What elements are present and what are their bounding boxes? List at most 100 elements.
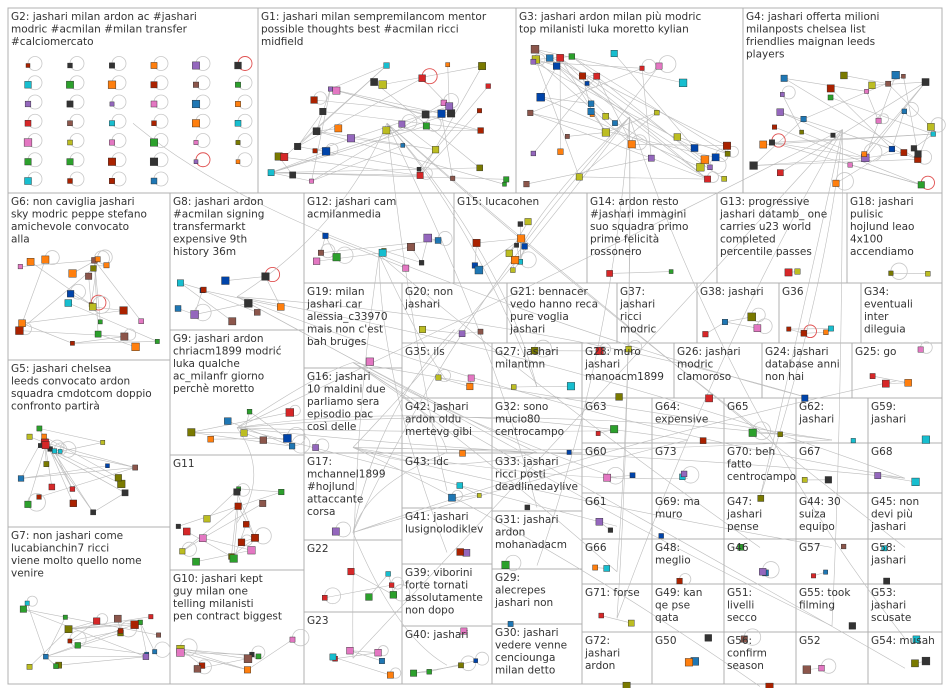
group-label-g52: G52 [799, 635, 821, 647]
graph-node [864, 89, 869, 94]
graph-node [109, 139, 115, 146]
graph-node [432, 146, 440, 154]
graph-node [588, 100, 595, 107]
graph-node [466, 383, 474, 391]
graph-node [57, 449, 63, 454]
graph-node [627, 140, 636, 149]
graph-node [622, 681, 631, 688]
graph-node [536, 93, 545, 102]
group-label-g22: G22 [307, 543, 329, 555]
edge [526, 157, 652, 185]
graph-node [704, 634, 712, 642]
graph-node [235, 140, 241, 145]
edge [180, 652, 252, 655]
graph-node [187, 428, 196, 437]
graph-node [901, 74, 906, 79]
edge [68, 624, 135, 630]
graph-node [285, 408, 295, 417]
inter-group-edge [616, 116, 631, 572]
graph-node [207, 435, 214, 443]
graph-node [530, 45, 540, 54]
graph-node [200, 286, 207, 293]
group-cell-g41 [401, 507, 493, 565]
inter-group-edge [378, 254, 761, 548]
edge [72, 336, 125, 344]
graph-node [911, 659, 919, 668]
graph-node [592, 564, 598, 571]
graph-node [523, 181, 530, 188]
graph-node [309, 178, 314, 184]
edge [533, 76, 597, 154]
graph-node [244, 666, 251, 674]
graph-node [389, 591, 397, 599]
graph-node [192, 557, 200, 566]
graph-node [229, 554, 238, 563]
edge [419, 110, 480, 176]
graph-node [283, 434, 292, 443]
graph-node [690, 144, 699, 152]
group-label-g64: G64:expensive [655, 401, 708, 426]
graph-node [802, 665, 812, 674]
edge [58, 656, 146, 666]
group-label-g58: G58:jashari [870, 542, 906, 567]
graph-node [684, 658, 693, 667]
graph-node [507, 621, 514, 627]
graph-node [24, 81, 32, 89]
graph-node [346, 647, 354, 655]
graph-node [584, 81, 590, 86]
graph-node [524, 504, 531, 511]
edge [330, 88, 442, 115]
graph-node [678, 78, 688, 87]
inter-group-edge [386, 123, 761, 431]
graph-node [861, 151, 867, 157]
edge [324, 584, 392, 599]
graph-node [43, 654, 49, 660]
graph-node [777, 169, 784, 177]
graph-node [749, 161, 758, 170]
edge [771, 142, 866, 159]
graph-node [177, 279, 184, 287]
edge [320, 240, 439, 254]
edge [45, 444, 94, 513]
graph-node [74, 642, 81, 649]
edge [534, 48, 728, 147]
graph-node [648, 154, 655, 162]
graph-node [142, 653, 150, 660]
graph-node [332, 86, 341, 95]
graph-node [445, 62, 451, 68]
group-cell-g25 [851, 342, 943, 399]
inter-group-edge [236, 296, 906, 479]
graph-node [347, 134, 355, 143]
graph-node [235, 101, 241, 107]
edge [913, 133, 934, 149]
edge [350, 571, 394, 596]
graph-node [107, 80, 117, 89]
edge [23, 608, 147, 657]
graph-node [150, 100, 158, 108]
edge [677, 136, 728, 155]
edge [19, 259, 46, 331]
graph-node [132, 464, 138, 471]
graph-node [243, 654, 253, 663]
edge [180, 648, 249, 660]
graph-node [24, 600, 30, 606]
edge [451, 495, 480, 498]
graph-node [85, 272, 93, 280]
graph-node [94, 330, 102, 338]
edge [476, 238, 522, 244]
graph-node [901, 108, 907, 114]
graph-node [131, 342, 140, 351]
graph-node [294, 142, 302, 150]
graph-node [426, 669, 432, 675]
edge [447, 64, 450, 107]
graph-node [175, 523, 181, 529]
graph-node [43, 461, 50, 467]
graph-node [801, 477, 808, 483]
graph-node [221, 276, 230, 285]
graph-node [24, 500, 32, 508]
